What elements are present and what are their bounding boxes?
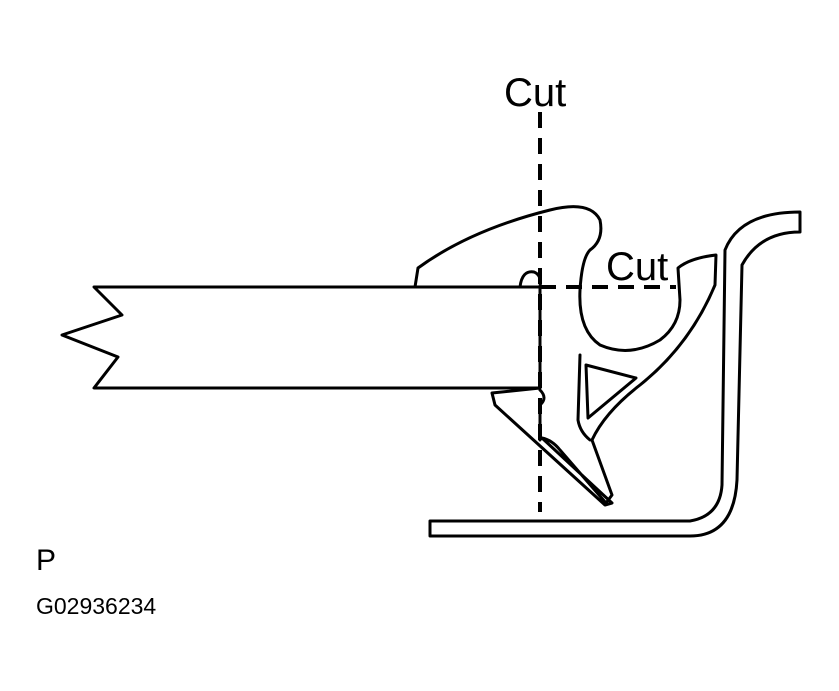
seal-stem (576, 353, 592, 442)
vertical-cut-label: Cut (504, 71, 566, 115)
body-panel-flange (428, 210, 802, 538)
glass-panel (60, 285, 542, 390)
figure-code: G02936234 (36, 593, 156, 619)
seal-inner-triangle (584, 363, 638, 420)
seal-upper-lip (413, 205, 718, 507)
corner-letter: P (36, 544, 56, 577)
horizontal-cut-label: Cut (606, 245, 668, 289)
